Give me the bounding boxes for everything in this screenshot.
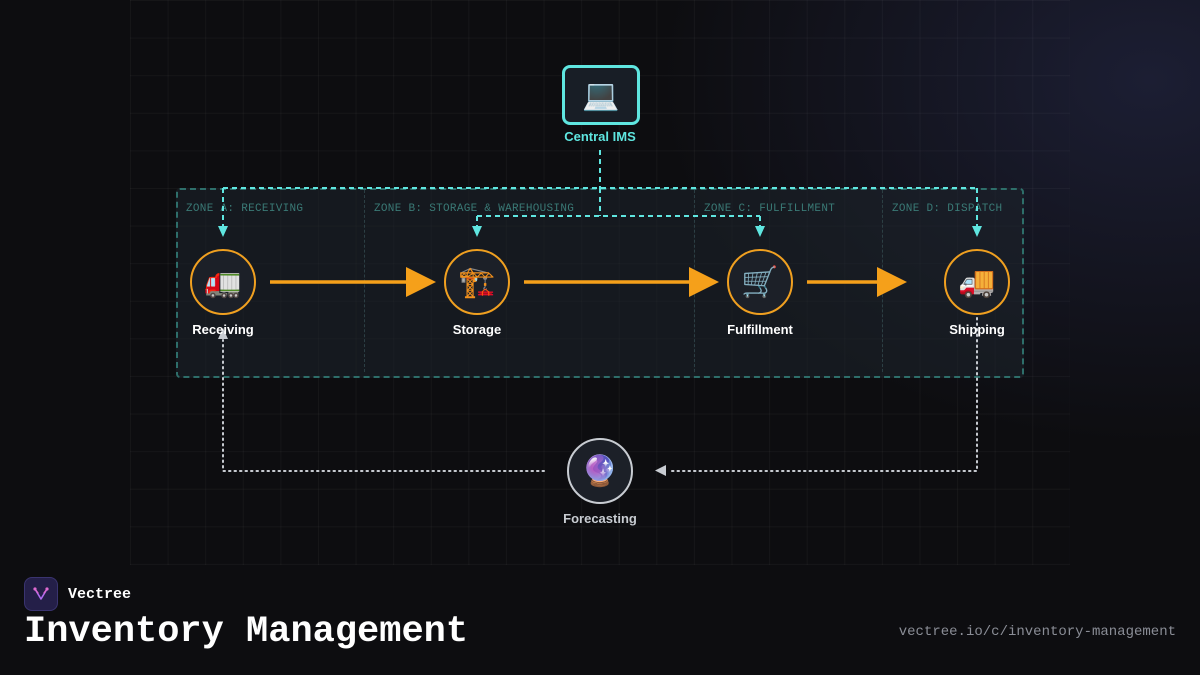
page-url[interactable]: vectree.io/c/inventory-management: [898, 624, 1176, 640]
receiving-node: 🚛: [190, 249, 256, 315]
laptop-icon: 💻: [582, 78, 620, 112]
page-title: Inventory Management: [24, 611, 469, 653]
crane-icon: 🏗️: [458, 265, 496, 299]
forecasting-node: 🔮: [567, 438, 633, 504]
zone-c-label: ZONE C: FULFILLMENT: [704, 203, 836, 215]
zone-b-label: ZONE B: STORAGE & WAREHOUSING: [374, 203, 575, 215]
shipping-label: Shipping: [949, 322, 1005, 337]
central-ims-label: Central IMS: [564, 129, 636, 144]
flow-arrowhead-fulfillment: [689, 267, 719, 297]
fulfillment-label: Fulfillment: [727, 322, 793, 337]
ims-arrowhead-receiving: [218, 226, 228, 237]
shipping-to-forecast-line: [667, 317, 978, 472]
receiving-arrowhead-in: [218, 328, 228, 339]
flow-arrowhead-shipping: [877, 267, 907, 297]
forecasting-label: Forecasting: [563, 511, 637, 526]
fulfillment-node: 🛒: [727, 249, 793, 315]
cart-icon: 🛒: [741, 265, 779, 299]
ims-arrowhead-storage: [472, 226, 482, 237]
delivery-truck-icon: 🚚: [958, 265, 996, 299]
forecast-arrowhead-in: [655, 465, 666, 476]
brand-name: Vectree: [68, 585, 132, 603]
zone-d-label: ZONE D: DISPATCH: [892, 203, 1003, 215]
forecast-to-receiving-line: [222, 339, 545, 472]
brand: Vectree: [24, 577, 131, 611]
vectree-mark-icon: [33, 587, 49, 600]
crystal-ball-icon: 🔮: [581, 454, 619, 488]
central-ims-node: 💻: [562, 65, 640, 125]
storage-label: Storage: [452, 322, 502, 337]
storage-node: 🏗️: [444, 249, 510, 315]
truck-icon: 🚛: [204, 265, 242, 299]
shipping-node: 🚚: [944, 249, 1010, 315]
zone-a-label: ZONE A: RECEIVING: [186, 203, 304, 215]
receiving-label: Receiving: [192, 322, 254, 337]
flow-arrowhead-storage: [406, 267, 436, 297]
ims-arrowhead-shipping: [972, 226, 982, 237]
ims-arrowhead-fulfillment: [755, 226, 765, 237]
brand-logo-icon: [24, 577, 58, 611]
